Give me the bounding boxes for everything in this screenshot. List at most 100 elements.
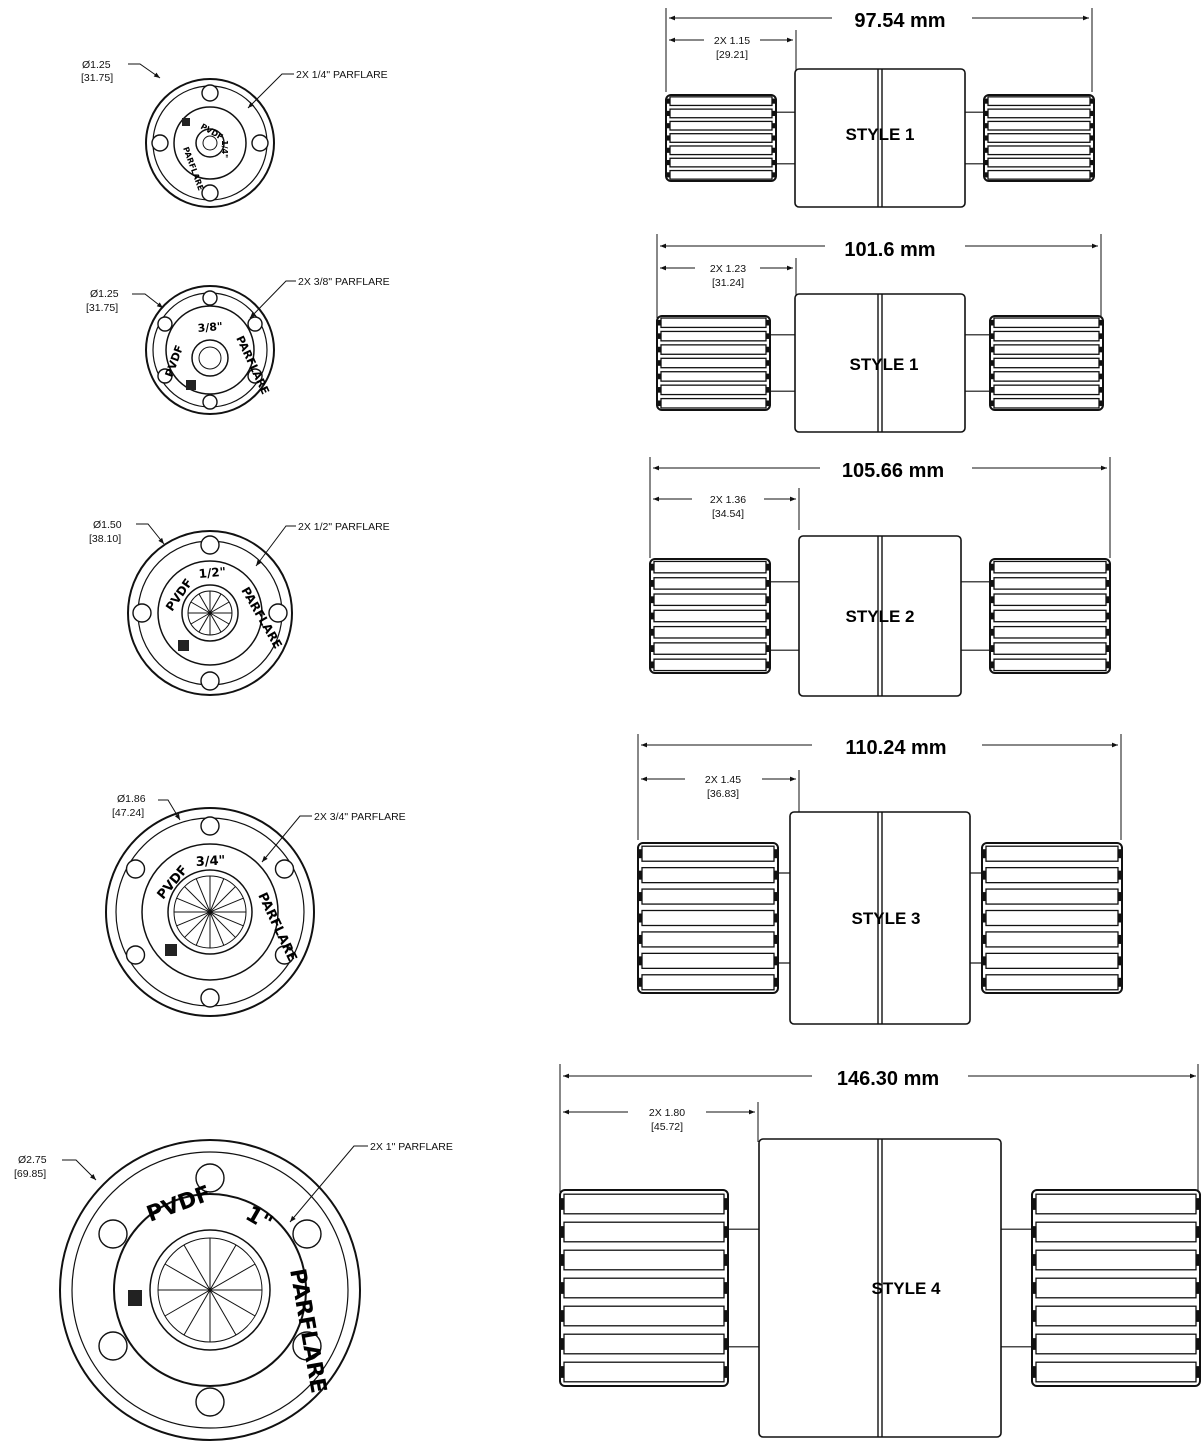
lug-icon — [251, 134, 269, 152]
lug-icon — [292, 1219, 322, 1249]
lug-icon — [151, 134, 169, 152]
fitting-body — [656, 293, 1104, 433]
bore-inner-icon — [202, 135, 218, 151]
body-block — [798, 535, 962, 697]
nut-dimension-mm: [45.72] — [651, 1121, 683, 1133]
overall-dimension: 105.66 mm — [842, 460, 944, 482]
diameter-mm-label: [69.85] — [14, 1168, 46, 1180]
end-view-3: Ø1.50 [38.10] 2X 1/2" PARFLARE 1/2" PVDF… — [89, 519, 390, 696]
ring-size: 3/8" — [197, 320, 223, 335]
logo-icon — [186, 380, 196, 390]
lug-icon — [132, 603, 152, 623]
diameter-mm-label: [31.75] — [81, 72, 113, 84]
lug-icon — [195, 1163, 225, 1193]
lug-icon — [200, 535, 220, 555]
row-4: Ø1.86 [47.24] 2X 3/4" PARFLARE 3/4" PVDF… — [105, 734, 1123, 1025]
body-block — [789, 811, 971, 1025]
bore-spokes — [188, 591, 232, 635]
inner-rim — [152, 85, 268, 201]
lug-icon — [200, 671, 220, 691]
callout-label: 2X 1/2" PARFLARE — [298, 521, 390, 533]
outer-circle — [145, 285, 275, 415]
overall-dimension: 146.30 mm — [837, 1068, 939, 1090]
end-view-2: Ø1.25 [31.75] 2X 3/8" PARFLARE 3/8" PVDF… — [86, 276, 390, 415]
fitting-body — [637, 811, 1123, 1025]
bore-spokes — [158, 1238, 262, 1342]
lug-icon — [125, 945, 146, 965]
left-nut — [559, 1189, 729, 1387]
right-nut — [1031, 1189, 1201, 1387]
nut-dimension-mm: [31.24] — [712, 277, 744, 289]
side-view-2: 101.6 mm 2X 1.23 [31.24] STYLE 1 — [656, 234, 1104, 433]
side-view-3: 105.66 mm 2X 1.36 [34.54] STYLE 2 — [649, 457, 1111, 697]
ring-size: 3/4" — [195, 853, 225, 870]
outer-circle — [127, 530, 293, 696]
lug-icon — [202, 290, 218, 306]
bore-icon — [181, 584, 239, 642]
ring-size: 1" — [241, 1202, 277, 1237]
body-block — [794, 293, 966, 433]
lug-icon — [157, 368, 173, 384]
diameter-label: Ø1.50 — [93, 519, 122, 531]
logo-icon — [165, 944, 177, 956]
diameter-mm-label: [38.10] — [89, 533, 121, 545]
ring-size: 1/4" — [220, 140, 229, 158]
end-view-5: Ø2.75 [69.85] 2X 1" PARFLARE 1" PVDF PAR… — [14, 1139, 453, 1441]
diameter-mm-label: [47.24] — [112, 807, 144, 819]
lug-icon — [98, 1331, 128, 1361]
overall-dimension: 110.24 mm — [845, 737, 946, 759]
row-3: Ø1.50 [38.10] 2X 1/2" PARFLARE 1/2" PVDF… — [89, 457, 1111, 697]
diameter-label: Ø1.86 — [117, 793, 146, 805]
lug-icon — [98, 1219, 128, 1249]
fitting-body — [559, 1138, 1201, 1438]
nut-dimension-mm: [34.54] — [712, 508, 744, 520]
logo-icon — [182, 118, 190, 126]
lug-icon — [247, 368, 263, 384]
lug-icon — [200, 988, 220, 1008]
overall-dimension: 101.6 mm — [844, 239, 935, 261]
diameter-label: Ø1.25 — [82, 59, 111, 71]
nut-dimension-mm: [29.21] — [716, 49, 748, 61]
lug-ring — [98, 1163, 322, 1417]
style-label: STYLE 4 — [872, 1279, 942, 1298]
right-nut — [981, 842, 1123, 994]
outer-circle — [145, 78, 275, 208]
end-view-1: Ø1.25 [31.75] 2X 1/4" PARFLARE 1/4" PVDF… — [81, 59, 388, 208]
bore-icon — [191, 339, 229, 377]
left-nut — [637, 842, 779, 994]
lug-ring — [132, 535, 288, 691]
bore-icon — [149, 1229, 271, 1351]
right-nut — [989, 315, 1104, 411]
callout-label: 2X 3/8" PARFLARE — [298, 276, 390, 288]
nut-dimension: 2X 1.45 — [705, 774, 741, 786]
overall-dimension: 97.54 mm — [854, 10, 945, 32]
ring-material: PVDF — [155, 863, 192, 903]
bore-icon — [167, 869, 253, 955]
outer-circle — [105, 807, 315, 1017]
nut-face — [141, 843, 279, 981]
ring-size: 1/2" — [198, 565, 226, 581]
ring-word: PARFLARE — [284, 1267, 331, 1396]
logo-icon — [128, 1290, 142, 1306]
nut-face — [173, 106, 247, 180]
body-block — [794, 68, 966, 208]
fitting-body — [665, 68, 1095, 208]
right-nut — [989, 558, 1111, 674]
callout-label: 2X 1" PARFLARE — [370, 1141, 453, 1153]
lug-icon — [200, 816, 220, 836]
ring-word: PARFLARE — [233, 334, 271, 397]
bore-spokes — [174, 876, 246, 948]
logo-icon — [178, 640, 189, 651]
lug-icon — [157, 316, 173, 332]
left-nut — [656, 315, 771, 411]
lug-icon — [125, 859, 146, 879]
callout-label: 2X 3/4" PARFLARE — [314, 811, 406, 823]
lug-icon — [195, 1387, 225, 1417]
nut-face — [165, 305, 255, 395]
style-label: STYLE 1 — [846, 125, 915, 144]
right-nut — [983, 94, 1095, 182]
lug-ring — [125, 816, 295, 1008]
lug-icon — [274, 945, 295, 965]
left-nut — [649, 558, 771, 674]
